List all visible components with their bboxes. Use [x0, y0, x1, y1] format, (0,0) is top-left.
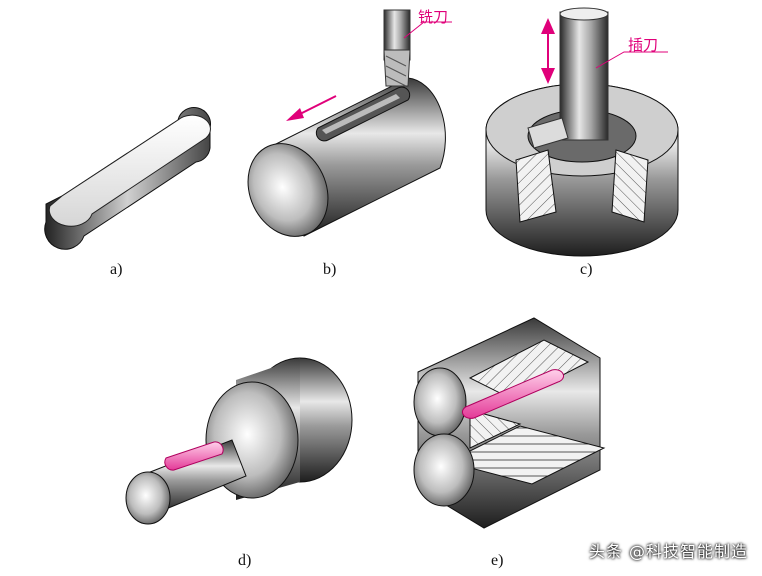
caption-e: e)	[491, 552, 504, 569]
caption-d: d)	[238, 552, 252, 569]
figure-a-flat-key	[44, 107, 211, 250]
figure-b-shaft-milling	[247, 9, 452, 237]
source-watermark: 头条 @科技智能制造	[588, 542, 748, 561]
slotting-tool-label: 插刀	[628, 36, 659, 54]
caption-a: a)	[110, 261, 123, 278]
caption-b: b)	[323, 261, 337, 278]
figure-d-shaft-with-key	[125, 357, 353, 525]
figure-c-hub-slotting	[485, 7, 679, 257]
figure-e-assembly-cutaway	[413, 317, 606, 529]
milling-cutter-label: 铣刀	[418, 8, 449, 26]
caption-c: c)	[580, 261, 593, 278]
